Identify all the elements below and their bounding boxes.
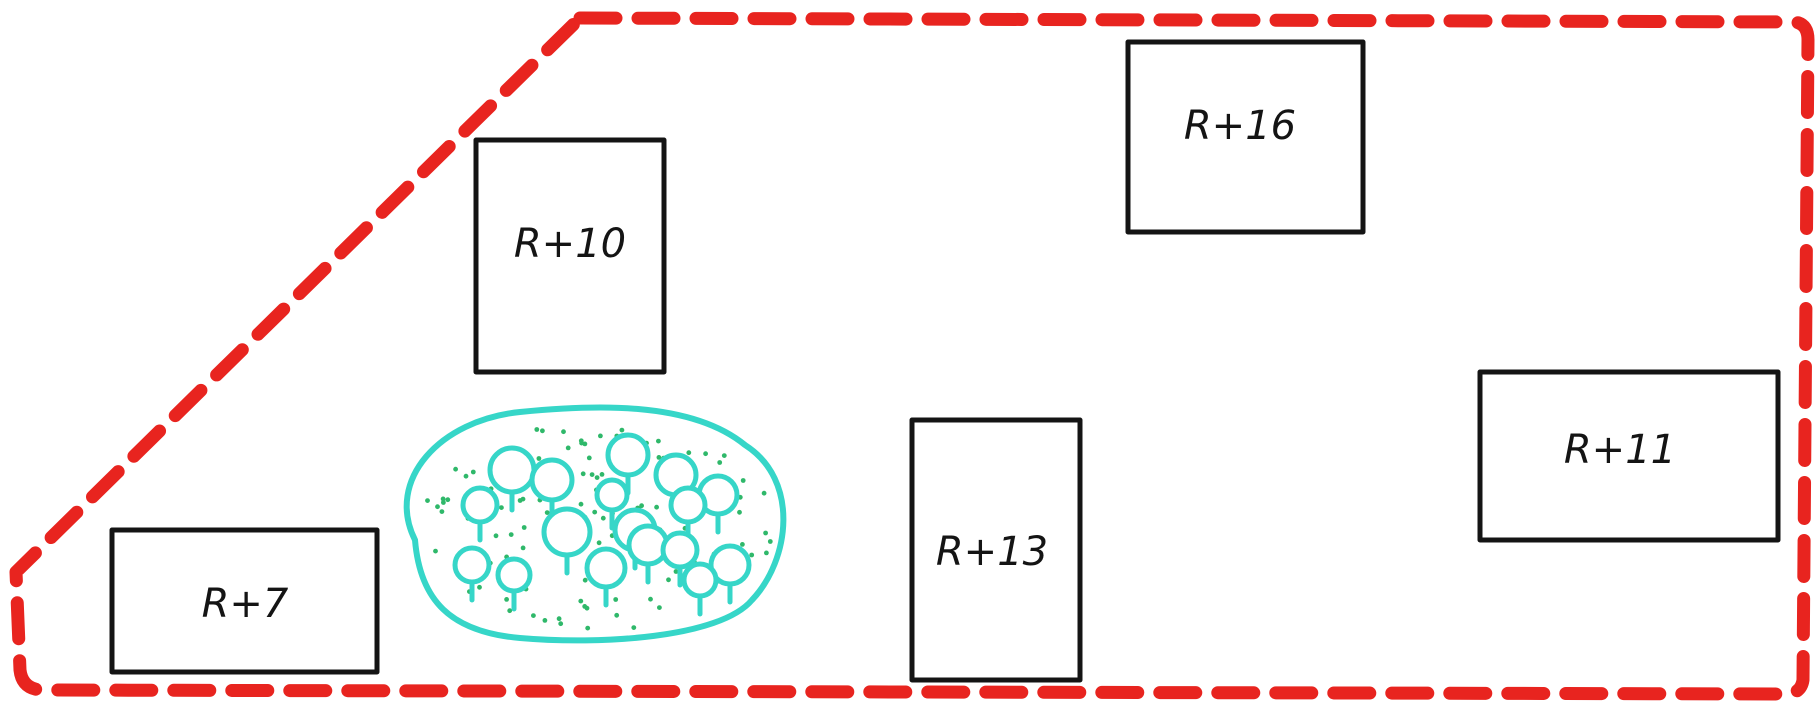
stipple-dot bbox=[586, 455, 592, 461]
stipple-dot bbox=[740, 542, 745, 547]
stipple-dot bbox=[767, 539, 773, 544]
stipple-dot bbox=[453, 466, 458, 472]
stipple-dot bbox=[441, 500, 446, 505]
building-r10-label: R+10 bbox=[514, 221, 626, 267]
stipple-dot bbox=[499, 505, 504, 510]
stipple-dot bbox=[504, 597, 509, 602]
stipple-dot bbox=[470, 469, 476, 475]
tree-icon bbox=[495, 556, 533, 612]
tree-icon bbox=[594, 477, 630, 531]
stipple-dot bbox=[737, 509, 742, 515]
building-r16: R+16 bbox=[1125, 39, 1366, 235]
green-space bbox=[403, 404, 787, 644]
stipple-dot bbox=[717, 460, 723, 465]
stipple-dot bbox=[600, 515, 606, 521]
building-r16-outline bbox=[1125, 39, 1366, 235]
stipple-dot bbox=[654, 504, 659, 510]
stipple-dot bbox=[556, 616, 562, 622]
stipple-dot bbox=[582, 604, 588, 609]
stipple-dot bbox=[657, 605, 662, 610]
stipple-dot bbox=[507, 608, 513, 614]
stipple-dot bbox=[761, 490, 767, 496]
stipple-dot bbox=[520, 496, 526, 502]
stipple-dot bbox=[544, 510, 550, 515]
stipple-dot bbox=[582, 577, 588, 583]
stipple-dot bbox=[578, 598, 584, 604]
building-r7: R+7 bbox=[109, 527, 380, 675]
stipple-dot bbox=[592, 509, 598, 515]
stipple-dot bbox=[585, 625, 591, 631]
stipple-dot bbox=[764, 550, 769, 556]
building-r13-outline bbox=[909, 417, 1083, 683]
building-r16-label: R+16 bbox=[1184, 103, 1296, 149]
stipple-dot bbox=[648, 596, 653, 602]
stipple-dot bbox=[425, 498, 430, 503]
stipple-dot bbox=[703, 451, 708, 457]
tree-icon bbox=[681, 561, 719, 617]
stipple-dot bbox=[598, 433, 603, 439]
stipple-dot bbox=[631, 625, 637, 630]
building-r10: R+10 bbox=[473, 137, 667, 375]
building-r11: R+11 bbox=[1477, 369, 1781, 543]
stipple-dot bbox=[673, 569, 679, 574]
site-boundary bbox=[9, 11, 1815, 701]
stipple-dot bbox=[531, 613, 536, 618]
stipple-dot bbox=[656, 438, 661, 444]
stipple-dot bbox=[536, 456, 542, 461]
stipple-dot bbox=[445, 497, 451, 503]
stipple-dot bbox=[558, 621, 564, 627]
building-r13: R+13 bbox=[909, 417, 1083, 683]
stipple-dot bbox=[740, 478, 746, 483]
stipple-dot bbox=[477, 584, 482, 590]
green-space-outline bbox=[403, 404, 787, 644]
stipple-dot bbox=[433, 548, 438, 554]
stipple-dot bbox=[508, 532, 514, 537]
building-r13-label: R+13 bbox=[936, 529, 1048, 575]
tree-icon bbox=[668, 485, 708, 543]
building-r7-label: R+7 bbox=[202, 581, 289, 627]
stipple-dot bbox=[614, 612, 620, 618]
tree-icon bbox=[584, 546, 628, 608]
stipple-dot bbox=[435, 504, 440, 510]
stipple-dot bbox=[520, 545, 526, 551]
stipple-dot bbox=[578, 501, 584, 507]
stipple-dot bbox=[521, 525, 527, 530]
tree-icon bbox=[460, 485, 500, 543]
tree-icon bbox=[660, 530, 700, 588]
building-r10-outline bbox=[473, 137, 667, 375]
tree-icon bbox=[541, 506, 593, 576]
stipple-dot bbox=[596, 540, 602, 546]
stipple-dot bbox=[439, 509, 445, 514]
stipple-dot bbox=[463, 473, 469, 479]
stipple-dot bbox=[540, 428, 545, 434]
stipple-dot bbox=[749, 552, 755, 558]
stipple-dot bbox=[666, 577, 671, 583]
stipple-dot bbox=[440, 496, 446, 502]
stipple-dot bbox=[565, 445, 571, 451]
tree-cluster-icon bbox=[452, 432, 752, 617]
tree-icon bbox=[452, 545, 492, 603]
stipple-dot bbox=[686, 450, 692, 456]
stipple-dot bbox=[613, 597, 619, 602]
stipple-dot bbox=[580, 471, 586, 477]
stipple-dot bbox=[594, 475, 600, 480]
stipple-dot bbox=[619, 427, 625, 433]
stipple-dot bbox=[579, 440, 584, 446]
building-r11-outline bbox=[1477, 369, 1781, 543]
stipple-dot bbox=[542, 618, 548, 623]
stipple-dot bbox=[589, 472, 595, 477]
stipple-dot bbox=[599, 472, 605, 477]
stipple-dot bbox=[534, 427, 540, 432]
tree-icon bbox=[708, 543, 752, 605]
building-r7-outline bbox=[109, 527, 380, 675]
stipple-dot bbox=[656, 455, 662, 460]
stipple-dot bbox=[561, 429, 566, 435]
stipple-dot bbox=[493, 533, 499, 539]
building-r11-label: R+11 bbox=[1564, 427, 1676, 473]
stipple-dot bbox=[639, 503, 644, 509]
stipple-dot bbox=[763, 530, 768, 536]
stipple-dot bbox=[721, 453, 727, 458]
